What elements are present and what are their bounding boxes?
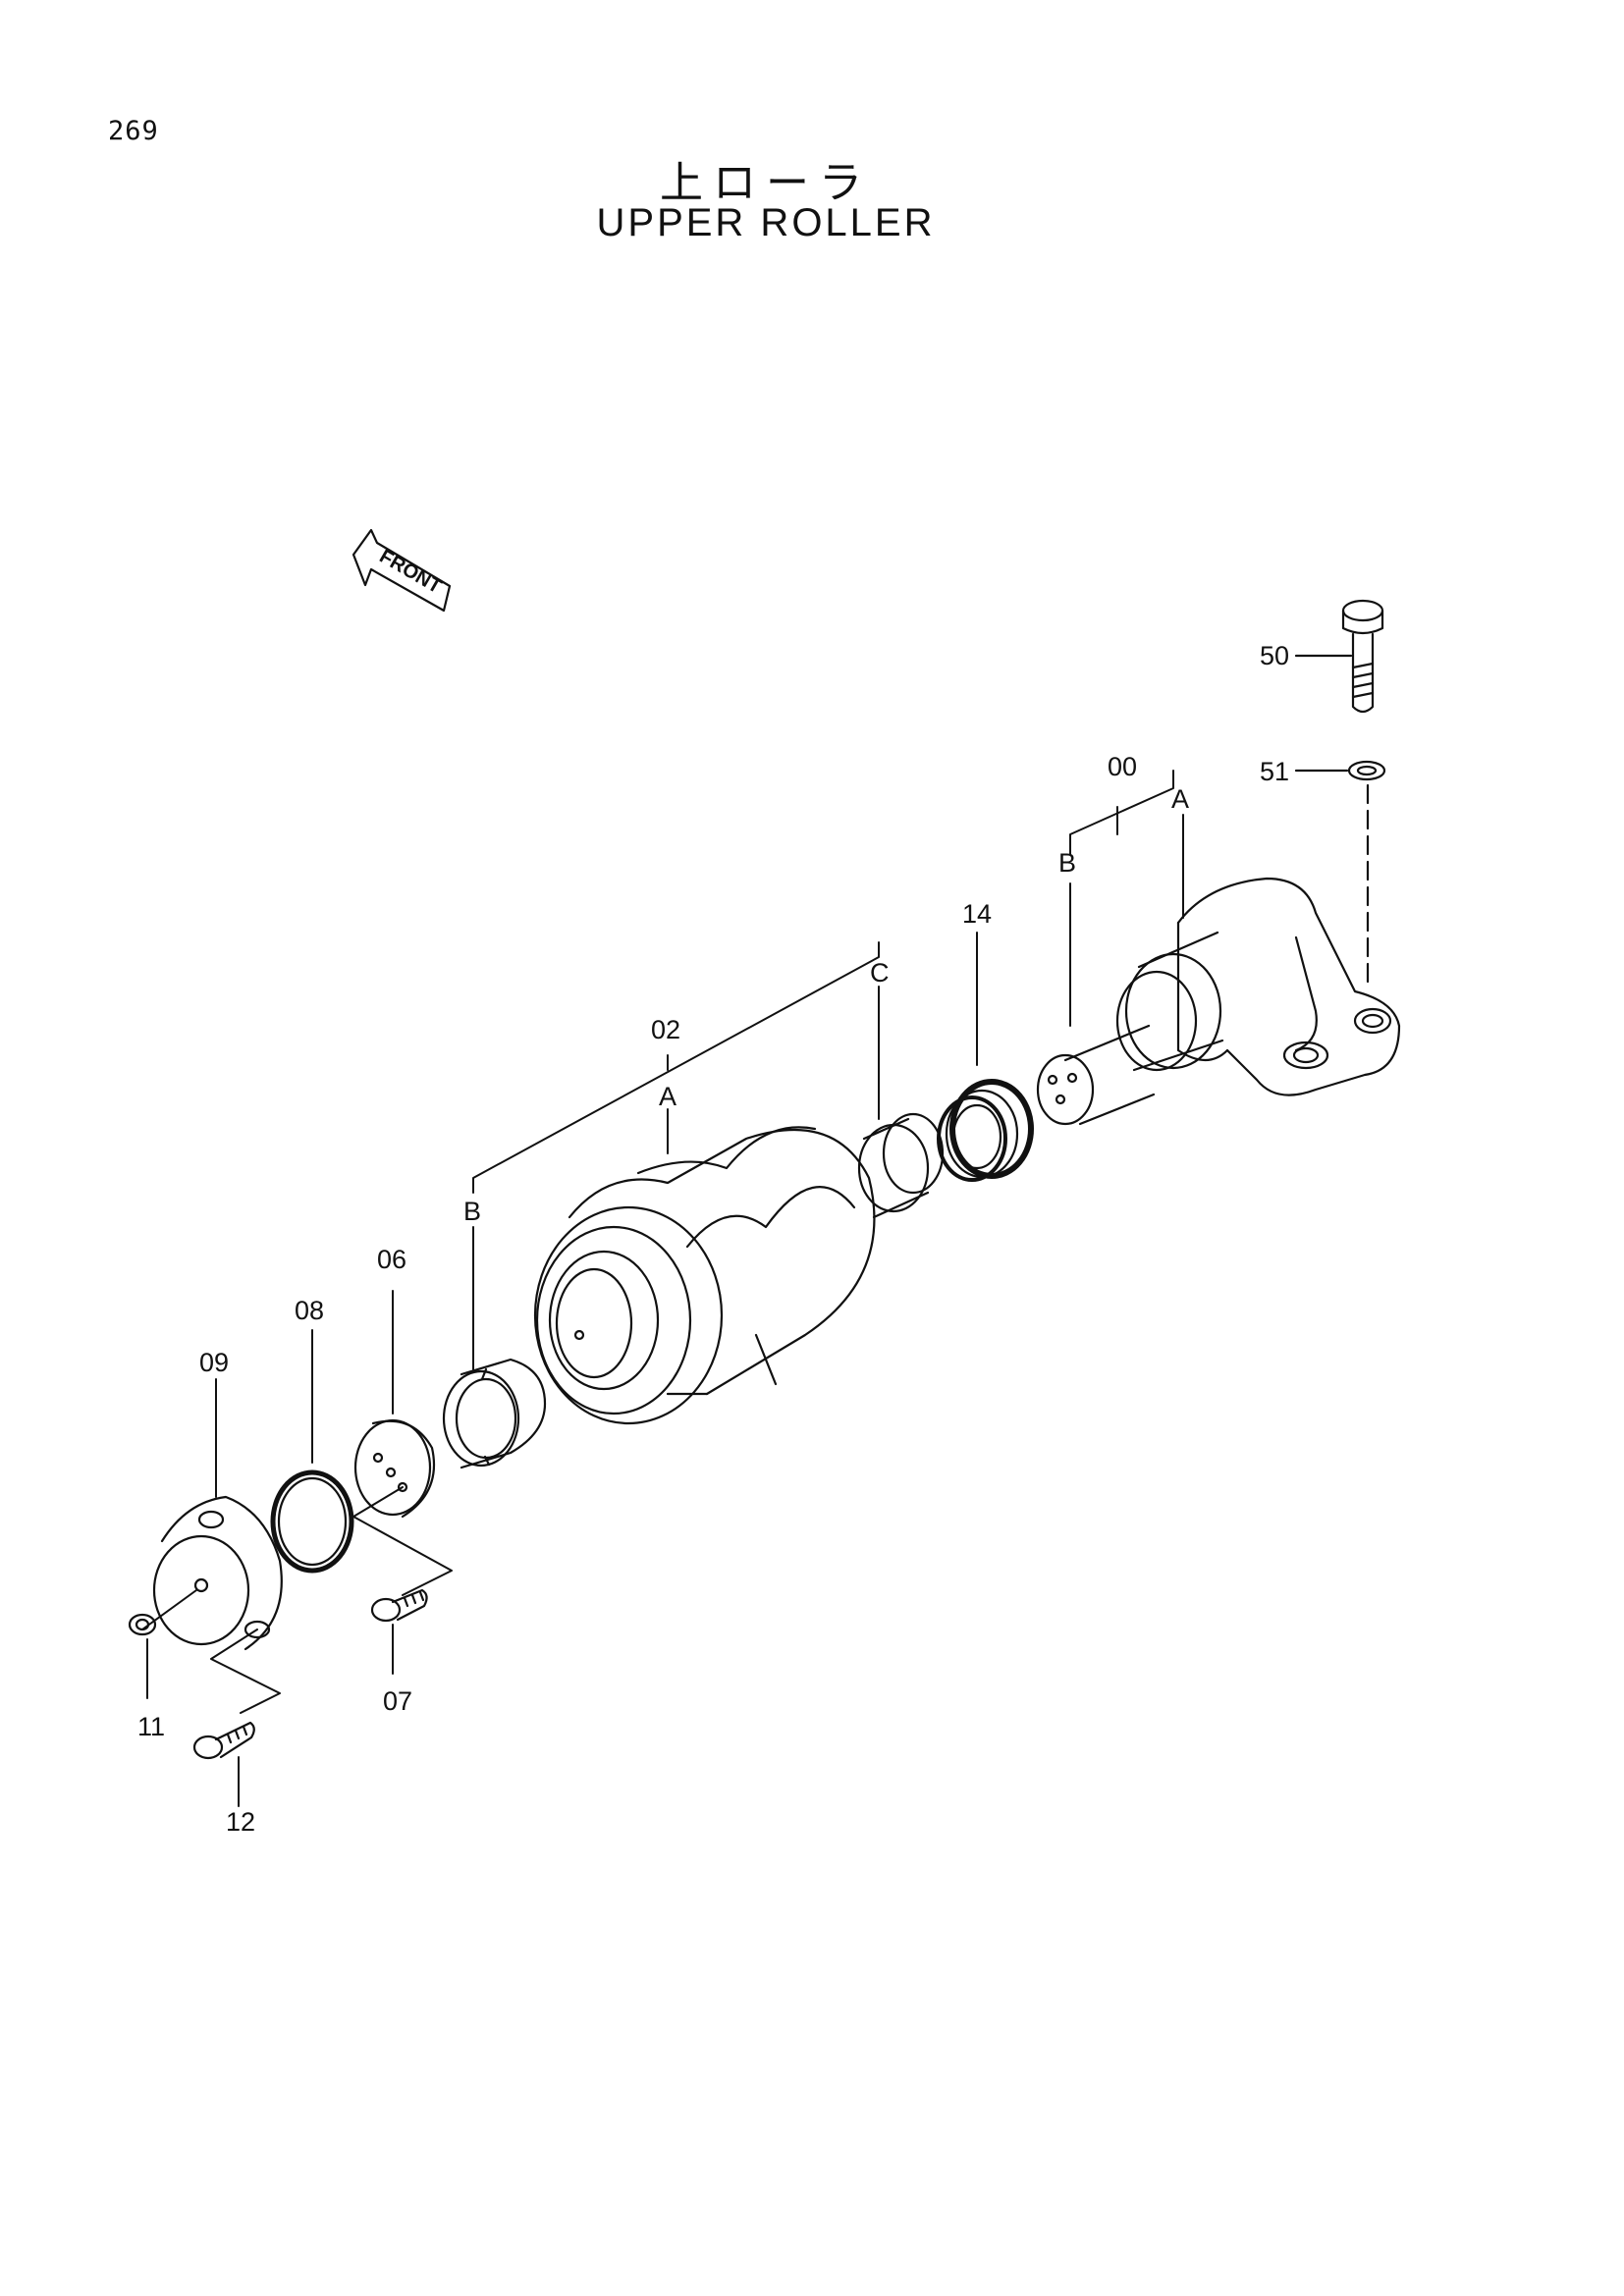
callout-00: 00	[1108, 752, 1137, 781]
callout-06: 06	[377, 1245, 406, 1274]
callout-50: 50	[1260, 641, 1289, 670]
callout-02-c: C	[870, 958, 890, 988]
page-number: 269	[108, 116, 159, 146]
callout-00-b: B	[1058, 848, 1076, 878]
callout-00-a: A	[1171, 784, 1189, 814]
part-02-leaders	[472, 941, 880, 1370]
part-07-screw	[370, 1588, 428, 1675]
callout-02-b: B	[463, 1197, 481, 1226]
part-12-bolt	[192, 1721, 255, 1807]
callout-11: 11	[137, 1712, 165, 1741]
part-08-oring	[270, 1329, 354, 1574]
title-japanese: 上ローラ	[660, 158, 872, 208]
part-09-cover	[141, 1378, 283, 1714]
callout-51: 51	[1260, 757, 1289, 786]
part-11-plug	[128, 1613, 157, 1699]
part-02a-roller	[533, 1126, 876, 1425]
callout-14: 14	[962, 899, 992, 929]
callout-02: 02	[651, 1015, 680, 1044]
part-50-bolt	[1294, 599, 1384, 714]
front-arrow-marker: FRONT	[352, 528, 452, 613]
callout-08: 08	[295, 1296, 324, 1325]
title-english: UPPER ROLLER	[596, 201, 936, 244]
part-06-plate	[352, 1290, 453, 1596]
callout-09: 09	[199, 1348, 229, 1377]
part-02b-bushing	[442, 1358, 547, 1469]
part-02c-bushing	[857, 986, 945, 1219]
callout-02-a: A	[659, 1082, 677, 1111]
part-14-seal	[937, 932, 1034, 1182]
part-00-shaft-bracket	[1036, 770, 1401, 1126]
callout-12: 12	[226, 1807, 255, 1837]
front-label: FRONT	[376, 546, 446, 598]
part-51-washer	[1294, 760, 1386, 984]
callout-07: 07	[383, 1686, 412, 1716]
